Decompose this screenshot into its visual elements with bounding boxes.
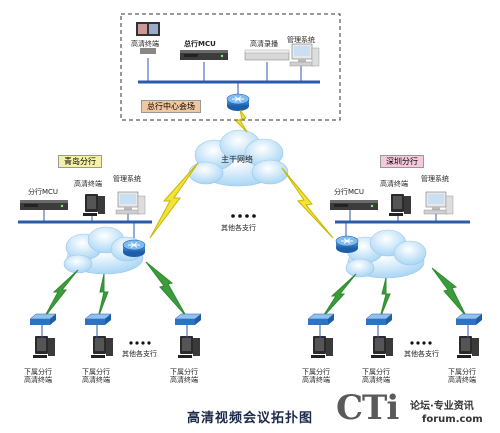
qingdao-endpoint-label-1: 下属分行 高清终端 [24, 368, 52, 384]
hq-mgmt-icon [289, 43, 320, 67]
qingdao-switch-icon-2 [84, 313, 112, 326]
shenzhen-terminal-icon [389, 194, 411, 216]
backbone-cloud [188, 129, 289, 187]
hq-hd-terminal-icon [136, 22, 160, 54]
shenzhen-endpoint-label-3: 下属分行 高清终端 [448, 368, 476, 384]
center-others-dots [231, 214, 256, 218]
wan-links [149, 109, 334, 239]
qingdao-endpoint-label-3: 下属分行 高清终端 [170, 368, 198, 384]
qingdao-mgmt-label: 管理系统 [113, 175, 141, 183]
hq-mcu-icon [180, 50, 228, 60]
qingdao-terminal-icon [83, 194, 105, 216]
qingdao-title-tag: 青岛分行 [58, 155, 102, 168]
shenzhen-others-dots [410, 341, 432, 345]
shenzhen-switch-icon-1 [307, 313, 335, 326]
qingdao-mcu-icon [20, 200, 68, 210]
shenzhen-others-label: 其他各支行 [404, 350, 439, 358]
shenzhen-endpoint-icon-2 [371, 336, 393, 358]
shenzhen-endpoint-icon-3 [457, 336, 479, 358]
hq-terminal-label: 高清终端 [131, 40, 159, 48]
center-others-label: 其他各支行 [221, 224, 256, 232]
shenzhen-endpoint-label-1: 下属分行 高清终端 [302, 368, 330, 384]
shenzhen-mcu-label: 分行MCU [334, 188, 365, 196]
shenzhen-switch-icon-3 [455, 313, 483, 326]
watermark-logo: CTi [336, 388, 399, 428]
shenzhen-endpoint-label-2: 下属分行 高清终端 [362, 368, 390, 384]
hq-router-icon [226, 93, 250, 112]
qingdao-others-dots [129, 341, 151, 345]
shenzhen-mgmt-icon [423, 191, 454, 215]
hq-venue-tag: 总行中心会场 [141, 100, 201, 113]
hq-frame [120, 13, 341, 121]
qingdao-router-icon [122, 239, 146, 258]
shenzhen-mgmt-label: 管理系统 [421, 175, 449, 183]
hq-recorder-label: 高清录播 [250, 40, 278, 48]
qingdao-endpoint-icon-2 [91, 336, 113, 358]
qingdao-others-label: 其他各支行 [122, 350, 157, 358]
qingdao-mgmt-icon [115, 191, 146, 215]
qingdao-endpoint-label-2: 下属分行 高清终端 [82, 368, 110, 384]
shenzhen-endpoint-icon-1 [311, 336, 333, 358]
shenzhen-title-tag: 深圳分行 [380, 155, 424, 168]
watermark-line-1: 论坛·专业资讯 [410, 401, 474, 412]
qingdao-switch-icon-1 [29, 313, 57, 326]
diagram-caption: 高清视频会议拓扑图 [187, 411, 314, 426]
qingdao-endpoint-icon-1 [33, 336, 55, 358]
qingdao-terminal-label: 高清终端 [74, 180, 102, 188]
hq-mgmt-label: 管理系统 [287, 36, 315, 44]
hq-mcu-label: 总行MCU [184, 40, 216, 48]
qingdao-endpoint-icon-3 [178, 336, 200, 358]
backbone-label: 主干网络 [221, 155, 253, 164]
shenzhen-switch-icon-2 [365, 313, 393, 326]
shenzhen-router-icon [335, 235, 359, 254]
shenzhen-mcu-icon [330, 200, 378, 210]
shenzhen-cloud [345, 229, 427, 279]
qingdao-lan-links [43, 261, 187, 319]
watermark-line-2: forum.com [422, 414, 483, 425]
shenzhen-terminal-label: 高清终端 [380, 180, 408, 188]
qingdao-mcu-label: 分行MCU [28, 188, 59, 196]
qingdao-switch-icon-3 [174, 313, 202, 326]
hq-recorder-icon [244, 49, 290, 61]
